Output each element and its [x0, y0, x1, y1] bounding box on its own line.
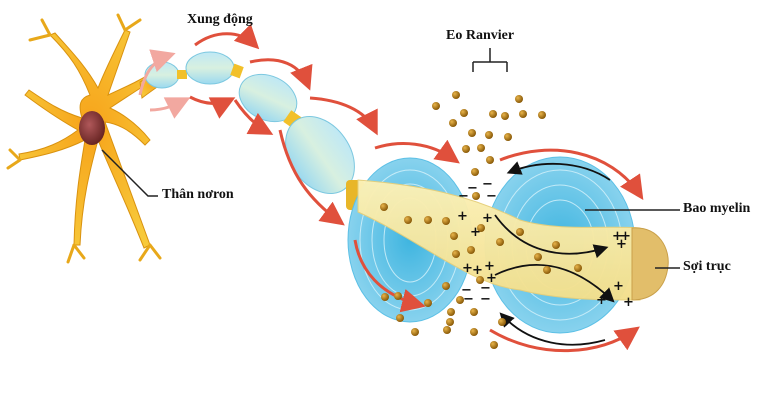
label-cell-body: Thân nơron — [162, 187, 234, 202]
svg-text:−: − — [467, 181, 478, 196]
svg-text:+: + — [484, 259, 495, 274]
svg-text:+: + — [457, 209, 468, 224]
svg-text:+: + — [472, 263, 483, 278]
label-myelin-sheath: Bao myelin — [683, 201, 751, 216]
svg-text:+: + — [616, 237, 627, 252]
svg-text:+: + — [612, 229, 623, 244]
svg-text:+: + — [486, 271, 497, 286]
svg-text:+: + — [482, 211, 493, 226]
svg-text:−: − — [486, 189, 497, 204]
svg-text:+: + — [596, 293, 607, 308]
myelin-segments — [144, 51, 364, 210]
svg-text:+: + — [613, 279, 624, 294]
svg-text:−: − — [463, 292, 474, 307]
current-arrows — [494, 161, 615, 346]
nucleus — [79, 111, 105, 145]
svg-text:−: − — [458, 189, 469, 204]
charges: −−−− +++ ++++ −−−− +++ +++ — [457, 177, 634, 310]
svg-text:+: + — [462, 261, 473, 276]
label-node-of-ranvier: Eo Ranvier — [446, 28, 515, 43]
svg-text:−: − — [480, 281, 491, 296]
svg-text:+: + — [620, 229, 631, 244]
leader-lines — [101, 48, 680, 269]
svg-text:+: + — [470, 225, 481, 240]
axon-end-cap — [631, 227, 669, 301]
ions — [380, 91, 582, 349]
svg-text:−: − — [482, 177, 493, 192]
svg-text:+: + — [623, 295, 634, 310]
svg-text:−: − — [480, 292, 491, 307]
label-axon: Sợi trục — [683, 259, 731, 274]
label-impulse: Xung động — [187, 12, 253, 27]
impulse-arrows — [138, 23, 644, 353]
svg-text:−: − — [461, 283, 472, 298]
